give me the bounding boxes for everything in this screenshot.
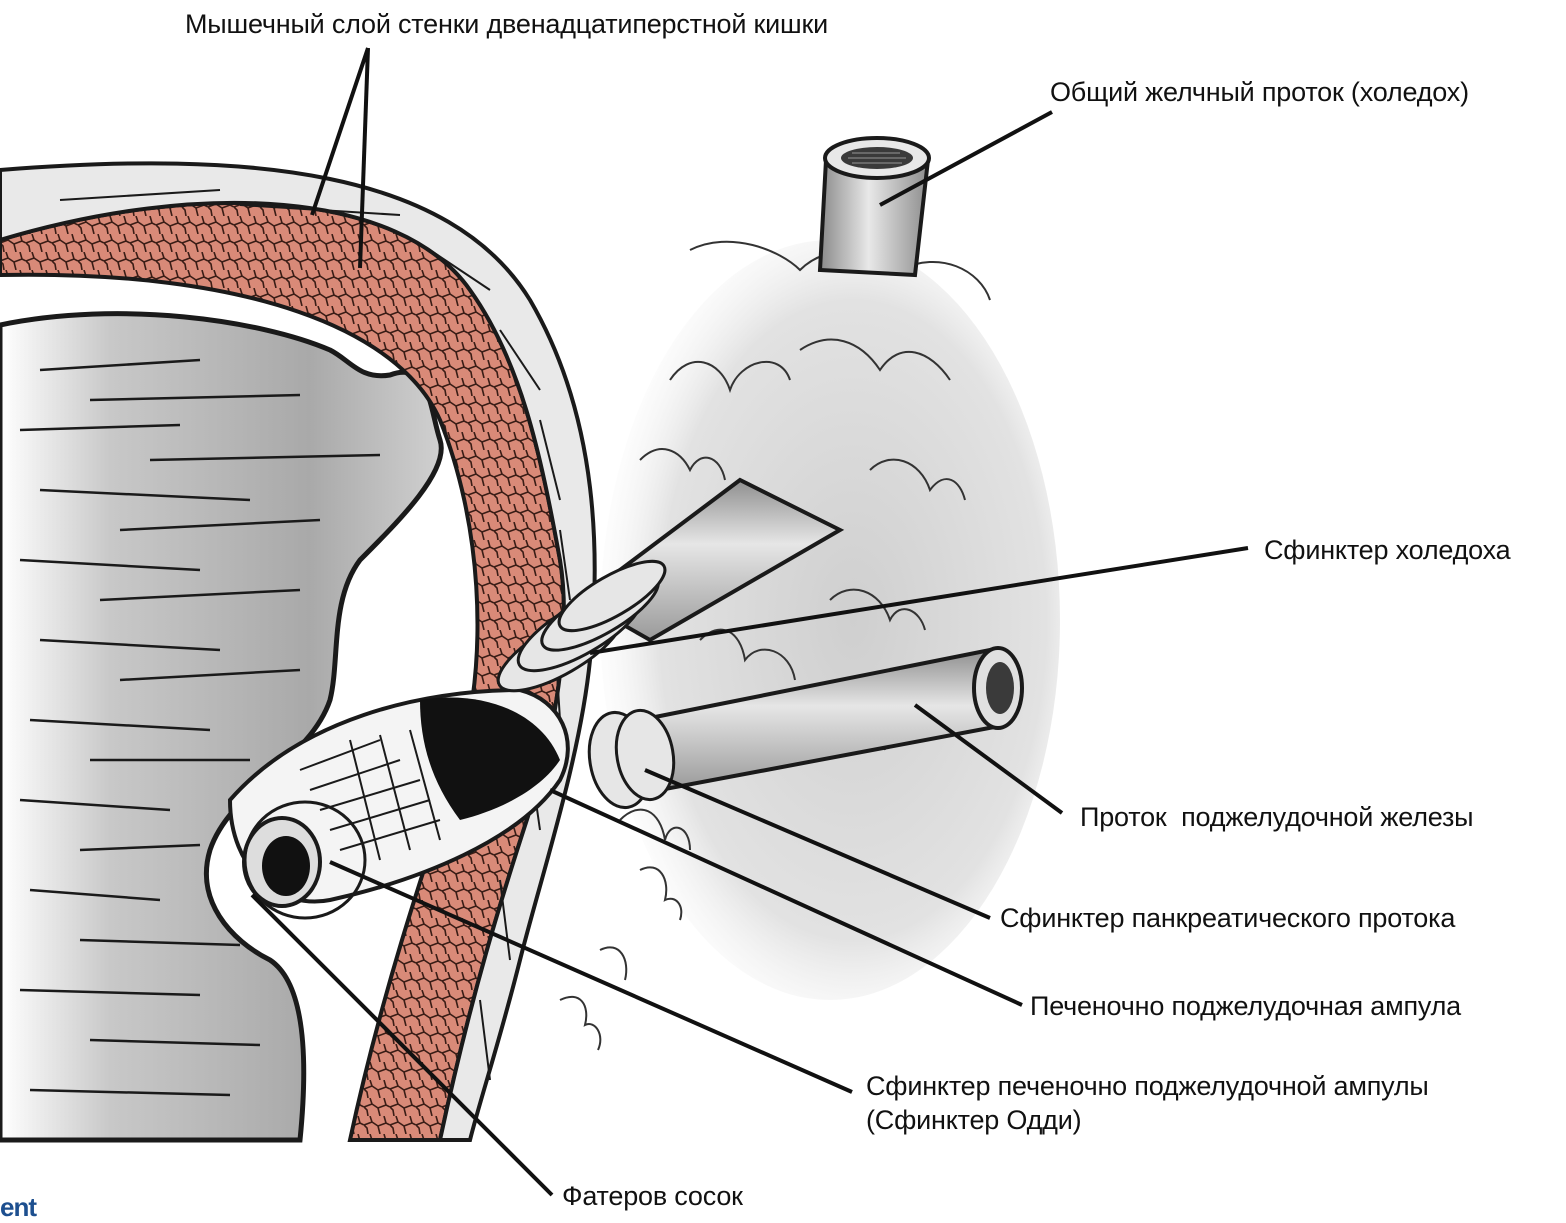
label-pancreatic-duct: Проток поджелудочной железы [1080, 801, 1473, 835]
label-duodenal-muscle-layer: Мышечный слой стенки двенадцатиперстной … [185, 8, 828, 42]
label-bile-duct-sphincter: Сфинктер холедоха [1264, 534, 1511, 568]
label-sphincter-of-oddi-line2: (Сфинктер Одди) [866, 1104, 1429, 1138]
label-hepatopancreatic-ampulla: Печеночно поджелудочная ампула [1030, 990, 1461, 1024]
label-sphincter-of-oddi-line1: Сфинктер печеночно поджелудочной ампулы [866, 1070, 1429, 1104]
logo-fragment: ent [0, 1192, 36, 1223]
label-vater-papilla: Фатеров сосок [562, 1180, 743, 1214]
common-bile-duct [820, 138, 929, 275]
label-pancreatic-duct-sphincter: Сфинктер панкреатического протока [1000, 902, 1455, 936]
label-sphincter-of-oddi: Сфинктер печеночно поджелудочной ампулы … [866, 1070, 1429, 1138]
label-common-bile-duct: Общий желчный проток (холедох) [1050, 76, 1469, 110]
